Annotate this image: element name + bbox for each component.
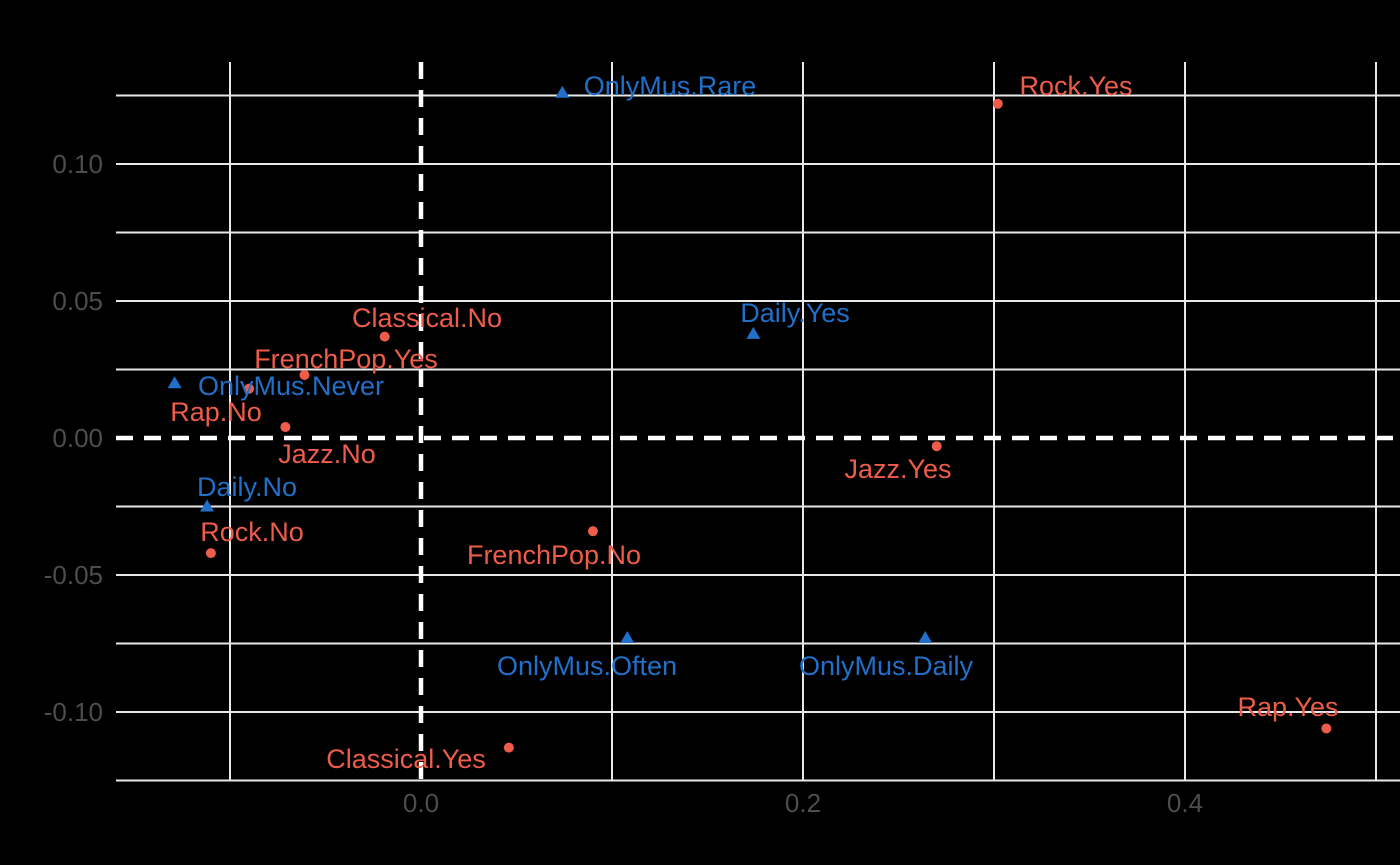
data-point-label: OnlyMus.Often	[497, 651, 677, 681]
data-point-label: FrenchPop.Yes	[254, 344, 438, 374]
data-point-triangle	[555, 85, 570, 98]
data-point-label: Jazz.Yes	[844, 454, 951, 484]
data-point-triangle	[200, 499, 215, 512]
data-point-triangle	[746, 326, 761, 339]
x-axis-tick-label: 0.2	[785, 788, 821, 818]
data-point-circle	[280, 422, 291, 433]
data-point-label: Rap.Yes	[1237, 692, 1338, 722]
y-axis-tick-label: -0.05	[44, 560, 103, 590]
data-point-triangle	[167, 376, 182, 389]
data-point-label: Jazz.No	[278, 439, 376, 469]
data-point-label: OnlyMus.Daily	[799, 651, 974, 681]
y-axis-tick-label: -0.10	[44, 697, 103, 727]
data-point-label: Rock.Yes	[1019, 71, 1132, 101]
data-point-circle	[244, 383, 255, 394]
data-point-label: Classical.No	[352, 303, 502, 333]
data-point-circle	[205, 548, 216, 559]
data-point-circle	[503, 742, 514, 753]
data-point-circle	[379, 331, 390, 342]
data-point-label: Rap.No	[170, 397, 262, 427]
data-point-label: OnlyMus.Rare	[584, 71, 757, 101]
data-point-circle	[992, 98, 1003, 109]
x-axis-tick-label: 0.4	[1167, 788, 1203, 818]
x-axis-tick-label: 0.0	[403, 788, 439, 818]
data-point-circle	[1321, 723, 1332, 734]
data-point-label: FrenchPop.No	[467, 540, 641, 570]
data-point-label: Rock.No	[200, 517, 304, 547]
data-point-label: OnlyMus.Never	[198, 371, 384, 401]
data-point-label: Daily.Yes	[740, 298, 850, 328]
data-point-circle	[587, 526, 598, 537]
data-point-triangle	[620, 631, 635, 644]
data-point-label: Classical.Yes	[326, 744, 486, 774]
y-axis-tick-label: 0.00	[52, 423, 103, 453]
data-point-circle	[299, 369, 310, 380]
data-point-circle	[931, 441, 942, 452]
data-point-label: Daily.No	[197, 472, 297, 502]
data-point-triangle	[918, 631, 933, 644]
y-axis-tick-label: 0.10	[52, 149, 103, 179]
y-axis-tick-label: 0.05	[52, 286, 103, 316]
